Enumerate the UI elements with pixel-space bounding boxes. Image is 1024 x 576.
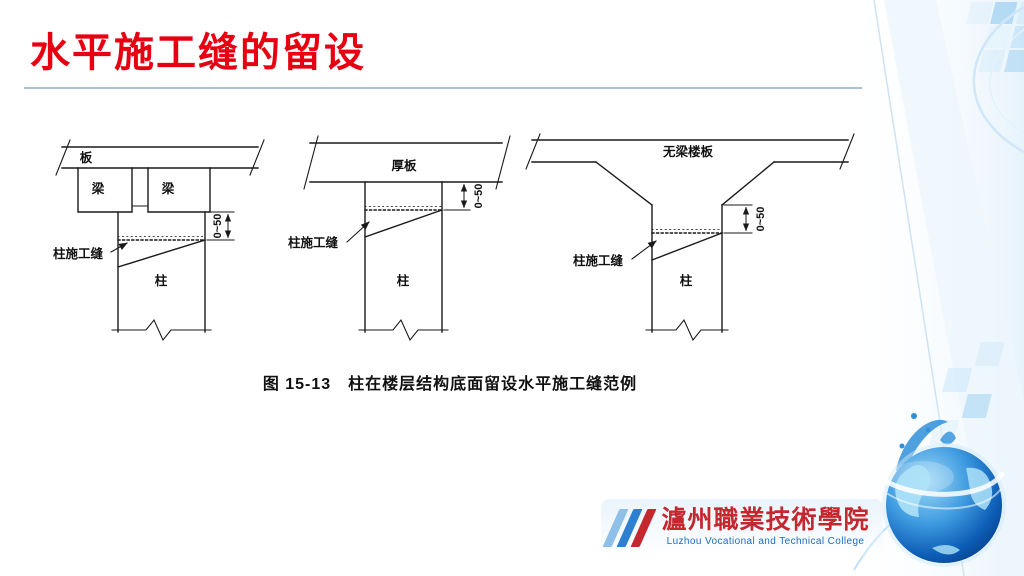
- label-slab: 无梁楼板: [662, 144, 714, 159]
- label-slab: 板: [80, 150, 93, 165]
- joint-diagonal: [364, 209, 443, 238]
- column-break-mark: [111, 318, 212, 342]
- label-column: 柱: [155, 273, 168, 288]
- college-name-cn: 瀘州職業技術學院: [661, 507, 870, 535]
- capital-flare: [595, 161, 653, 206]
- deco-stripe: [884, 0, 1024, 576]
- label-dimension: 0~50: [755, 207, 767, 232]
- label-beam: 梁: [91, 181, 105, 196]
- logo-text-block: 瀘州職業技術學院 Luzhou Vocational and Technical…: [658, 507, 873, 548]
- right-decoration-panel: [844, 0, 1024, 576]
- deco-swirl-top-2: [989, 28, 1024, 135]
- label-joint: 柱施工缝: [288, 235, 339, 250]
- break-mark: [525, 133, 541, 170]
- break-mark: [249, 139, 265, 176]
- title-divider: [24, 87, 862, 89]
- label-slab: 厚板: [391, 158, 417, 173]
- dimension-0-50: [443, 181, 471, 211]
- label-dimension: 0~50: [212, 214, 224, 239]
- label-column: 柱: [397, 273, 410, 288]
- column-break-mark: [358, 318, 449, 342]
- label-joint: 柱施工缝: [53, 246, 104, 261]
- joint-leader-arrow: [110, 242, 128, 253]
- capital-flare: [721, 161, 775, 206]
- dimension-0-50: [206, 211, 235, 241]
- college-logo: 瀘州職業技術學院 Luzhou Vocational and Technical…: [601, 499, 883, 557]
- page-title: 水平施工缝的留设: [30, 31, 366, 75]
- joint-leader-arrow: [346, 221, 370, 243]
- diagram-flat-slab: [525, 133, 855, 342]
- globe-graphic: [881, 443, 1006, 567]
- label-dimension: 0~50: [473, 184, 485, 209]
- label-beam: 梁: [161, 181, 175, 196]
- logo-slashes-icon: [602, 509, 657, 547]
- break-mark: [55, 139, 71, 176]
- label-joint: 柱施工缝: [573, 253, 624, 268]
- break-mark: [303, 135, 319, 190]
- beam-outline: [147, 167, 211, 213]
- joint-diagonal: [651, 232, 723, 261]
- diagram-thick-slab: [303, 135, 511, 342]
- joint-leader-arrow: [631, 240, 657, 260]
- break-mark: [495, 135, 511, 190]
- diagram-beam-and-slab: [55, 139, 265, 342]
- label-column: 柱: [680, 273, 693, 288]
- figure-caption: 图 15-13 柱在楼层结构底面留设水平施工缝范例: [262, 376, 638, 393]
- column-break-mark: [645, 318, 729, 342]
- dimension-0-50: [723, 204, 753, 234]
- joint-diagonal: [117, 239, 206, 268]
- beam-outline: [77, 167, 133, 213]
- deco-swirl-top: [972, 5, 1024, 154]
- college-name-en: Luzhou Vocational and Technical College: [666, 536, 865, 548]
